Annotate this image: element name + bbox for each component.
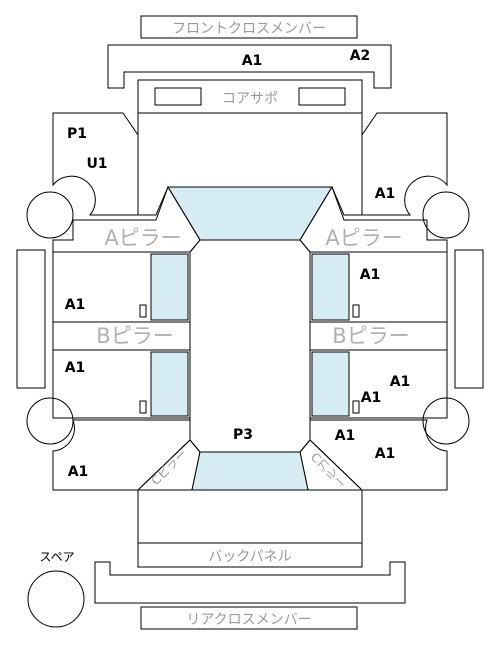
left-rear-door-code-a1: A1	[65, 360, 86, 376]
rear-right-wheel[interactable]	[422, 397, 470, 445]
front-left-fender[interactable]	[52, 112, 139, 216]
b-pillar-right-label: Bピラー	[332, 324, 409, 348]
right-front-door-code-a1: A1	[360, 267, 381, 283]
front-right-fender[interactable]	[361, 112, 448, 216]
rear-bumper[interactable]	[94, 561, 406, 604]
rear-right-quarter-code-a1-outer: A1	[375, 446, 396, 462]
front-cross-member-label: フロントクロスメンバー	[172, 21, 326, 37]
c-pillar-right-label: Cピラー	[308, 449, 349, 490]
back-panel-box[interactable]	[137, 542, 363, 568]
right-headlight[interactable]	[298, 87, 346, 106]
rear-left-quarter-code-a1: A1	[68, 464, 89, 480]
b-pillar-right[interactable]	[309, 321, 448, 351]
right-rear-door-code-a1-upper: A1	[390, 374, 411, 390]
rear-cross-member-label: リアクロスメンバー	[186, 612, 311, 628]
a-pillar-left-label: Aピラー	[104, 226, 181, 250]
right-rear-door-code-a1-lower: A1	[361, 390, 382, 406]
rear-window[interactable]	[191, 451, 309, 491]
windshield[interactable]	[167, 186, 333, 241]
left-headlight[interactable]	[154, 87, 202, 106]
spare-tire[interactable]	[27, 570, 85, 628]
spare-label: スペア	[39, 550, 74, 564]
left-side-step[interactable]	[16, 249, 46, 389]
left-rear-door-window[interactable]	[150, 351, 189, 417]
right-rear-door-handle[interactable]	[352, 400, 360, 414]
front-right-fender-code-a1: A1	[375, 186, 396, 202]
right-front-door-window[interactable]	[311, 253, 350, 321]
rear-right-quarter-code-a1-inner: A1	[335, 428, 356, 444]
back-panel-label: バックパネル	[208, 549, 291, 565]
front-left-fender-code-u1: U1	[86, 156, 107, 172]
roof-code-p3: P3	[233, 427, 253, 443]
a-pillar-right-label: Aピラー	[325, 226, 402, 250]
front-left-wheel[interactable]	[26, 191, 74, 239]
b-pillar-left-label: Bピラー	[96, 324, 173, 348]
left-rear-door-handle[interactable]	[139, 400, 147, 414]
trunk[interactable]	[137, 489, 363, 544]
a-pillar-right[interactable]	[299, 185, 448, 253]
left-front-door-handle[interactable]	[139, 304, 147, 318]
roof[interactable]	[189, 239, 311, 453]
front-right-wheel[interactable]	[422, 191, 470, 239]
a-pillar-left[interactable]	[52, 185, 201, 253]
front-left-fender-code-p1: P1	[67, 126, 87, 142]
b-pillar-left[interactable]	[52, 321, 191, 351]
front-bumper[interactable]	[107, 44, 392, 89]
front-cross-member-box[interactable]	[140, 15, 358, 39]
right-side-step[interactable]	[454, 249, 484, 389]
c-pillar-left-label: Cピラー	[149, 447, 190, 488]
rear-cross-member-box[interactable]	[140, 606, 358, 630]
right-rear-door-window[interactable]	[311, 351, 350, 417]
right-front-door-handle[interactable]	[352, 304, 360, 318]
front-bumper-code-a1: A1	[242, 53, 263, 69]
front-bumper-code-a2: A2	[350, 48, 371, 64]
left-front-door-window[interactable]	[150, 253, 189, 321]
left-front-door-code-a1: A1	[65, 297, 86, 313]
rear-left-wheel[interactable]	[26, 397, 74, 445]
core-support-label: コアサポ	[222, 91, 278, 107]
